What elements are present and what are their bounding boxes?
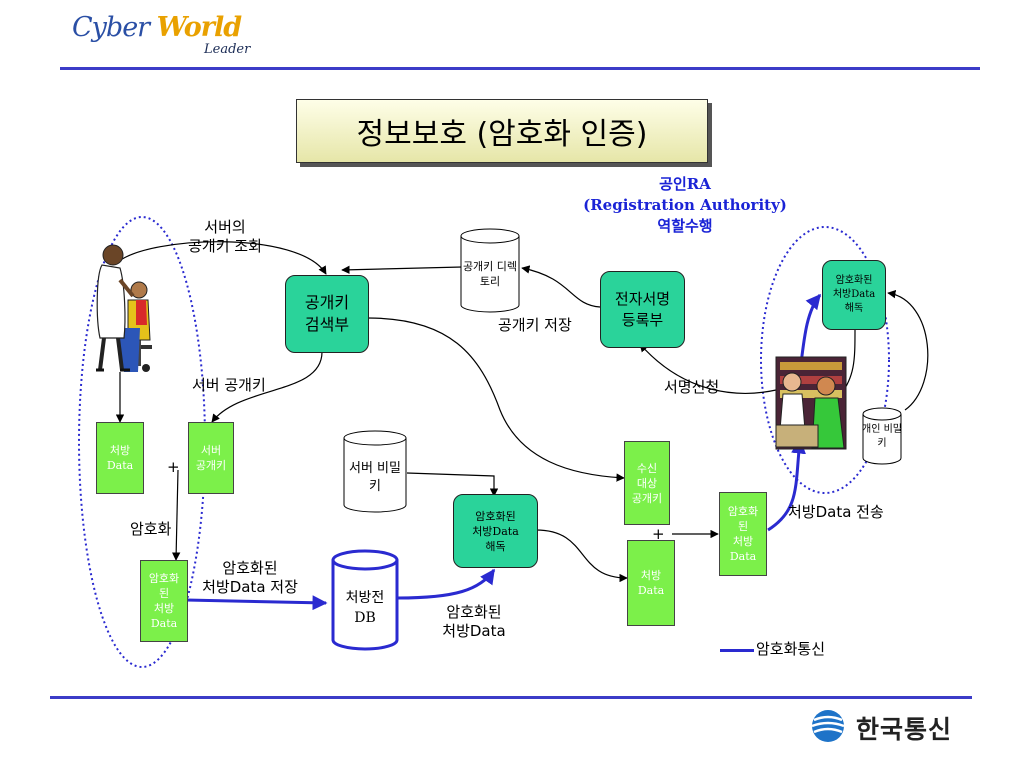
logo-sub-text: Leader (204, 42, 251, 57)
kt-emblem-icon (811, 710, 845, 742)
decrypt-right-box: 암호화된 처방Data 해독 (822, 260, 886, 330)
right-encrypted-data-label: 암호화 된 처방 Data (727, 505, 759, 563)
pubkey-search-box: 공개키 검색부 (285, 275, 369, 353)
recipient-pubkey-label: 수신 대상 공개키 (631, 461, 663, 505)
left-server-pubkey-label: 서버 공개키 (195, 444, 227, 472)
label-plus-left: + (167, 458, 180, 476)
personal-privkey-cylinder (862, 407, 902, 465)
esign-registry-label: 전자서명 등록부 (614, 289, 671, 329)
decrypt-right-label: 암호화된 처방Data 해독 (832, 275, 876, 314)
slide-title: 정보보호 (암호화 인증) (296, 99, 708, 163)
header-divider (60, 67, 980, 70)
ra-line-3: 역할수행 (657, 217, 713, 235)
label-encrypt: 암호화 (130, 520, 172, 538)
ra-line-1: 공인RA (659, 175, 711, 193)
arrow-search-to-recipient-key (367, 317, 625, 482)
arrow-to-encrypted-left (171, 469, 181, 561)
decrypt-center-box: 암호화된 처방Data 해독 (453, 494, 538, 568)
arrow-privkey-to-decrypt-right (887, 289, 929, 411)
footer-divider (50, 696, 972, 699)
label-pubkey-store: 공개키 저장 (498, 316, 572, 334)
server-privkey-label: 서버 비밀키 (349, 461, 401, 494)
label-encrypted-store: 암호화된 처방Data 저장 (202, 559, 298, 596)
pubkey-directory-cylinder (460, 228, 520, 313)
left-prescription-data-label: 처방 Data (106, 444, 134, 472)
logo-main-text: Cyber (72, 12, 157, 43)
decrypt-center-label: 암호화된 처방Data 해독 (472, 509, 519, 553)
label-transmit: 처방Data 전송 (788, 503, 884, 521)
arrow-decrypt-to-data (535, 529, 628, 583)
logo-main-accent: World (156, 12, 242, 43)
cyberworld-logo: Cyber World Leader (62, 10, 282, 60)
label-server-pubkey-lookup: 서버의 공개키 조회 (188, 218, 262, 255)
secure-link-right-to-pharmacy (767, 438, 806, 532)
kt-name: 한국통신 (856, 715, 953, 744)
arrow-server-privkey-to-decrypt (406, 472, 499, 497)
recipient-pubkey-box: 수신 대상 공개키 (624, 441, 670, 525)
arrow-search-to-server-key (211, 351, 323, 423)
left-server-pubkey-box: 서버 공개키 (188, 422, 234, 494)
legend-label: 암호화통신 (756, 640, 826, 658)
doctor-patient-illustration (96, 244, 152, 372)
label-encrypted-data-mid: 암호화된 처방Data (442, 603, 506, 640)
pubkey-search-label: 공개키 검색부 (304, 293, 350, 334)
right-prescription-data-box: 처방 Data (627, 540, 675, 626)
prescription-db-cylinder (331, 549, 399, 651)
arrow-lookup-to-search (117, 241, 327, 275)
arrow-directory-to-search (341, 265, 463, 275)
label-sign-request: 서명신청 (664, 378, 720, 396)
pharmacist-illustration (775, 356, 847, 450)
secure-link-left-to-db (185, 595, 328, 611)
arrow-registry-to-directory (521, 265, 601, 308)
label-server-pubkey: 서버 공개키 (192, 376, 266, 394)
label-plus-right: + (652, 525, 665, 543)
right-encrypted-data-box: 암호화 된 처방 Data (719, 492, 767, 576)
left-encrypted-data-label: 암호화 된 처방 Data (148, 572, 180, 630)
ra-boundary-ellipse (760, 226, 890, 494)
secure-link-db-to-decrypt (397, 568, 496, 600)
right-prescription-data-label: 처방 Data (637, 569, 665, 597)
prescription-db-label: 처방전 DB (345, 590, 385, 626)
left-prescription-data-box: 처방 Data (96, 422, 144, 494)
personal-privkey-label: 개인 비밀키 (862, 424, 902, 449)
server-privkey-cylinder (343, 430, 407, 513)
left-encrypted-data-box: 암호화 된 처방 Data (140, 560, 188, 642)
kt-logo: 한국통신 (808, 706, 978, 746)
legend-swatch (720, 649, 754, 652)
ra-caption: 공인RA (Registration Authority) 역할수행 (560, 174, 810, 237)
esign-registry-box: 전자서명 등록부 (600, 271, 685, 348)
pubkey-directory-label: 공개키 디렉토리 (462, 260, 518, 288)
ra-line-2: (Registration Authority) (583, 196, 787, 214)
arrow-pharmacy-to-registry (639, 343, 777, 394)
